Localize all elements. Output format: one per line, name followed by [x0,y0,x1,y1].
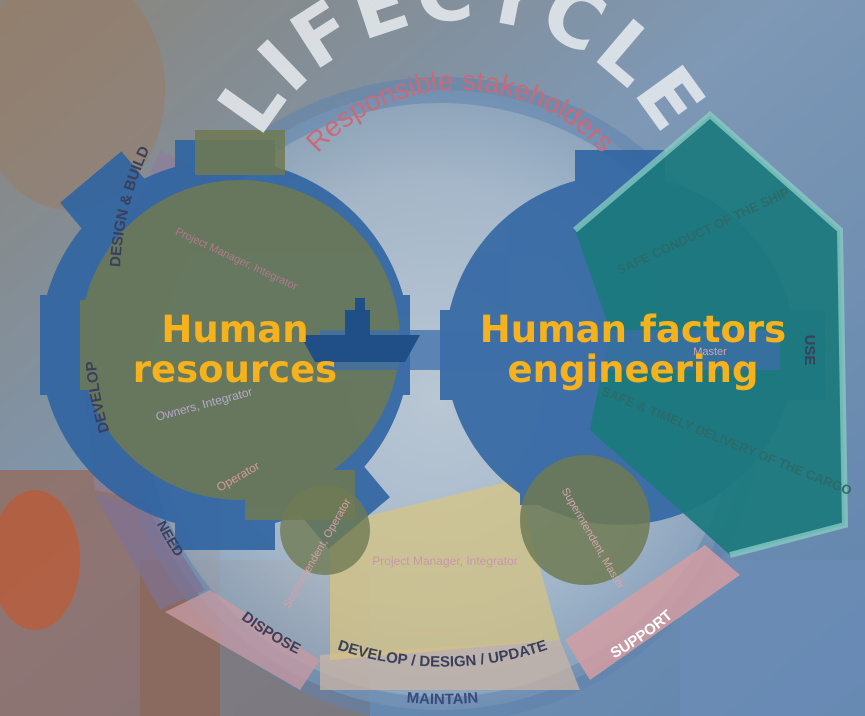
phase-support-wedge [565,545,740,680]
phase-dispose-wedge [165,590,320,690]
ship-icon [300,298,420,362]
phase-maintain-label: MAINTAIN [406,689,479,708]
human-factors-engineering-label: Human factors engineering [479,308,787,391]
superintendent-master-gear [520,455,650,585]
stakeholder-develop-design-update-wedge [330,480,560,660]
phase-use-label: USE [801,335,818,366]
phase-need-wedge [95,495,205,610]
background-worker-helmet [0,490,80,630]
stakeholder-project-manager-integrator-bottom: Project Manager, Integrator [372,554,517,568]
superintendent-operator-gear [280,485,370,575]
stakeholder-master: Master [693,346,727,358]
human-resources-label: Human resources [132,308,338,391]
